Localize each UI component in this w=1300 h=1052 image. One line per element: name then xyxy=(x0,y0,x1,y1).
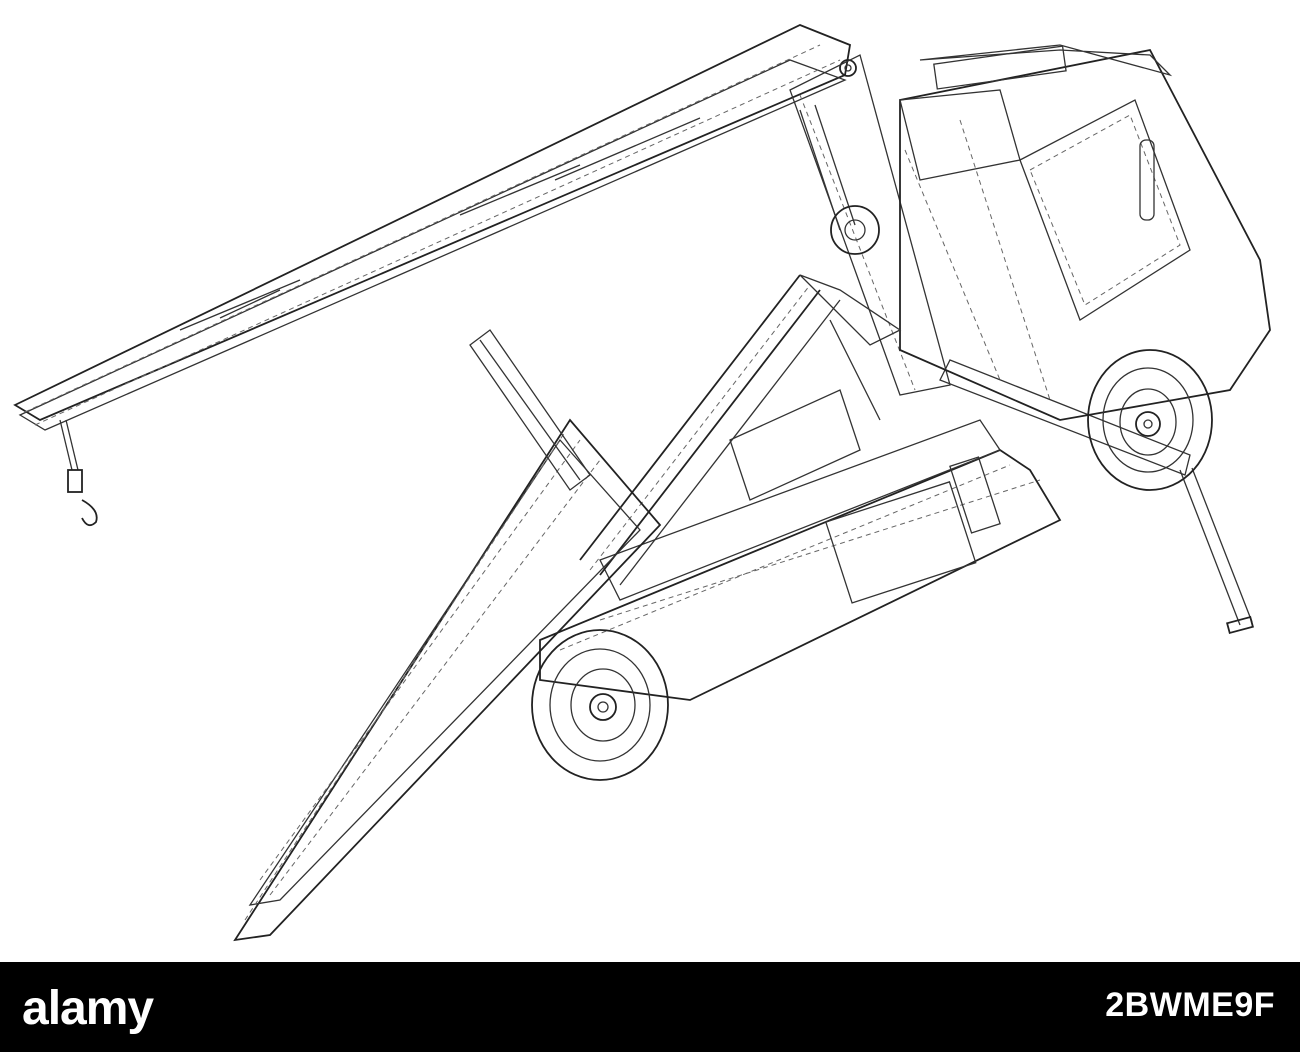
outrigger-leg xyxy=(939,359,1254,635)
image-id-label: 2BWME9F xyxy=(1105,986,1275,1024)
skip-loader-arms xyxy=(579,274,902,586)
crane-mast xyxy=(789,54,951,396)
truck-body xyxy=(539,389,1062,701)
alamy-logo: alamy xyxy=(22,980,212,1036)
tilted-ramp xyxy=(233,329,662,942)
crane-boom xyxy=(13,24,857,431)
rear-wheel xyxy=(531,629,669,781)
wireframe-truck-illustration xyxy=(13,24,1271,942)
front-wheel xyxy=(1087,349,1213,491)
truck-cab xyxy=(899,44,1271,421)
crane-hook xyxy=(59,419,98,527)
watermark-bar: alamy 2BWME9F xyxy=(0,962,1300,1052)
svg-text:alamy: alamy xyxy=(22,982,154,1035)
